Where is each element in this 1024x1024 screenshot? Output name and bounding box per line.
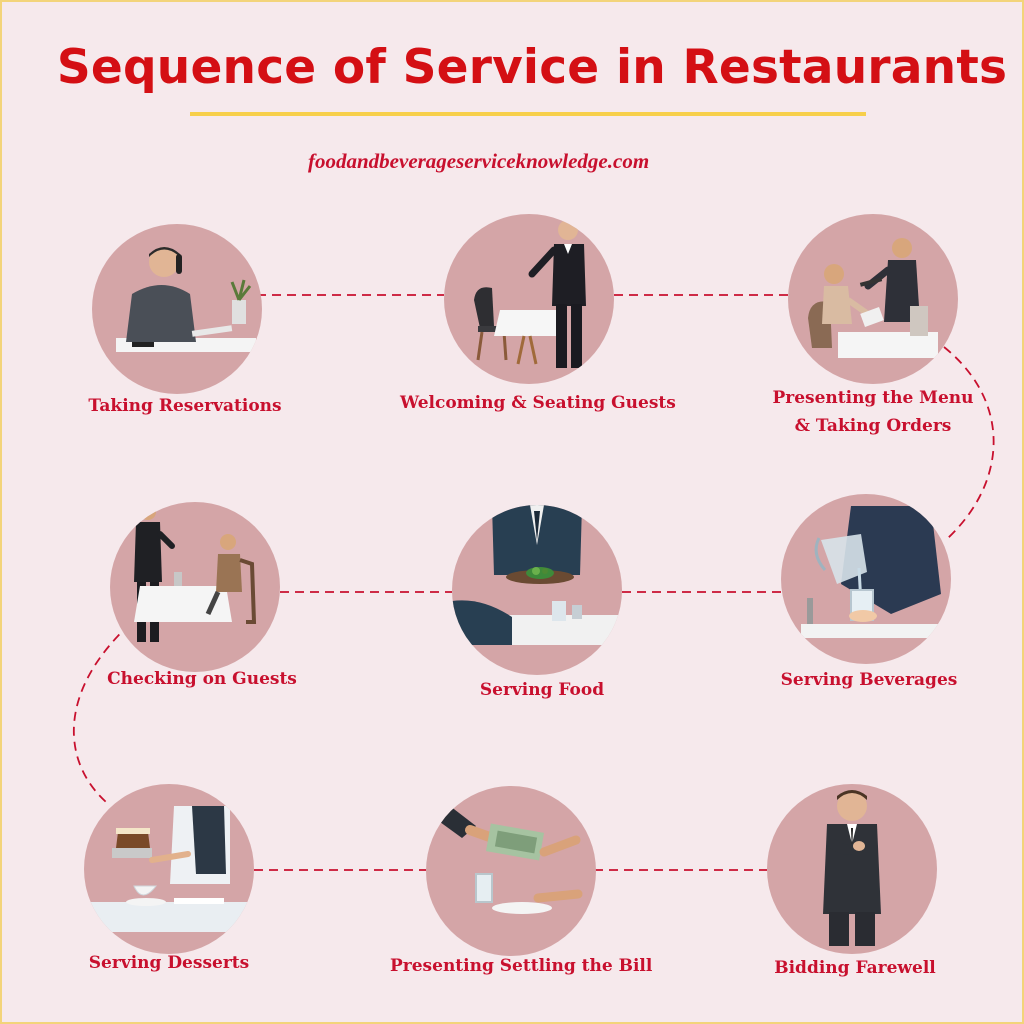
step-8-circle: [426, 786, 596, 956]
step-1-circle: [92, 224, 262, 394]
cash-payment-icon: [440, 806, 583, 914]
connector-6-7: [73, 623, 131, 803]
step-4-label: Serving Beverages: [780, 670, 958, 690]
waiter-check-icon: [134, 504, 257, 642]
step-7-circle: [84, 784, 254, 954]
connector-3-4: [943, 346, 995, 539]
step-4-circle: [781, 494, 951, 664]
farewell-host-icon: [823, 790, 881, 946]
step-3-circle: [788, 214, 958, 384]
telephone-reservation-icon: [116, 247, 256, 352]
step-1-label: Taking Reservations: [88, 396, 282, 416]
step-9-circle: [767, 784, 937, 954]
step-6-circle: [110, 502, 280, 672]
step-5-label: Serving Food: [479, 680, 605, 700]
page-title: Sequence of Service in Restaurants: [56, 40, 1008, 95]
step-3-label: Presenting the Menu& Taking Orders: [772, 388, 974, 436]
step-8-label: Presenting Settling the Bill: [390, 956, 653, 976]
menu-order-icon: [808, 238, 938, 358]
serving-plate-icon: [452, 505, 622, 645]
host-seating-icon: [474, 220, 586, 368]
step-6-label: Checking on Guests: [107, 669, 297, 689]
pouring-water-icon: [801, 506, 941, 638]
website-credit: foodandbeverageserviceknowledge.com: [308, 149, 650, 173]
title-underline: [190, 112, 866, 116]
dessert-cake-icon: [84, 806, 254, 932]
step-2-label: Welcoming & Seating Guests: [400, 393, 676, 413]
step-2-circle: [444, 214, 614, 384]
step-7-label: Serving Desserts: [88, 953, 250, 973]
step-9-label: Bidding Farewell: [774, 958, 936, 978]
step-5-circle: [452, 505, 622, 675]
